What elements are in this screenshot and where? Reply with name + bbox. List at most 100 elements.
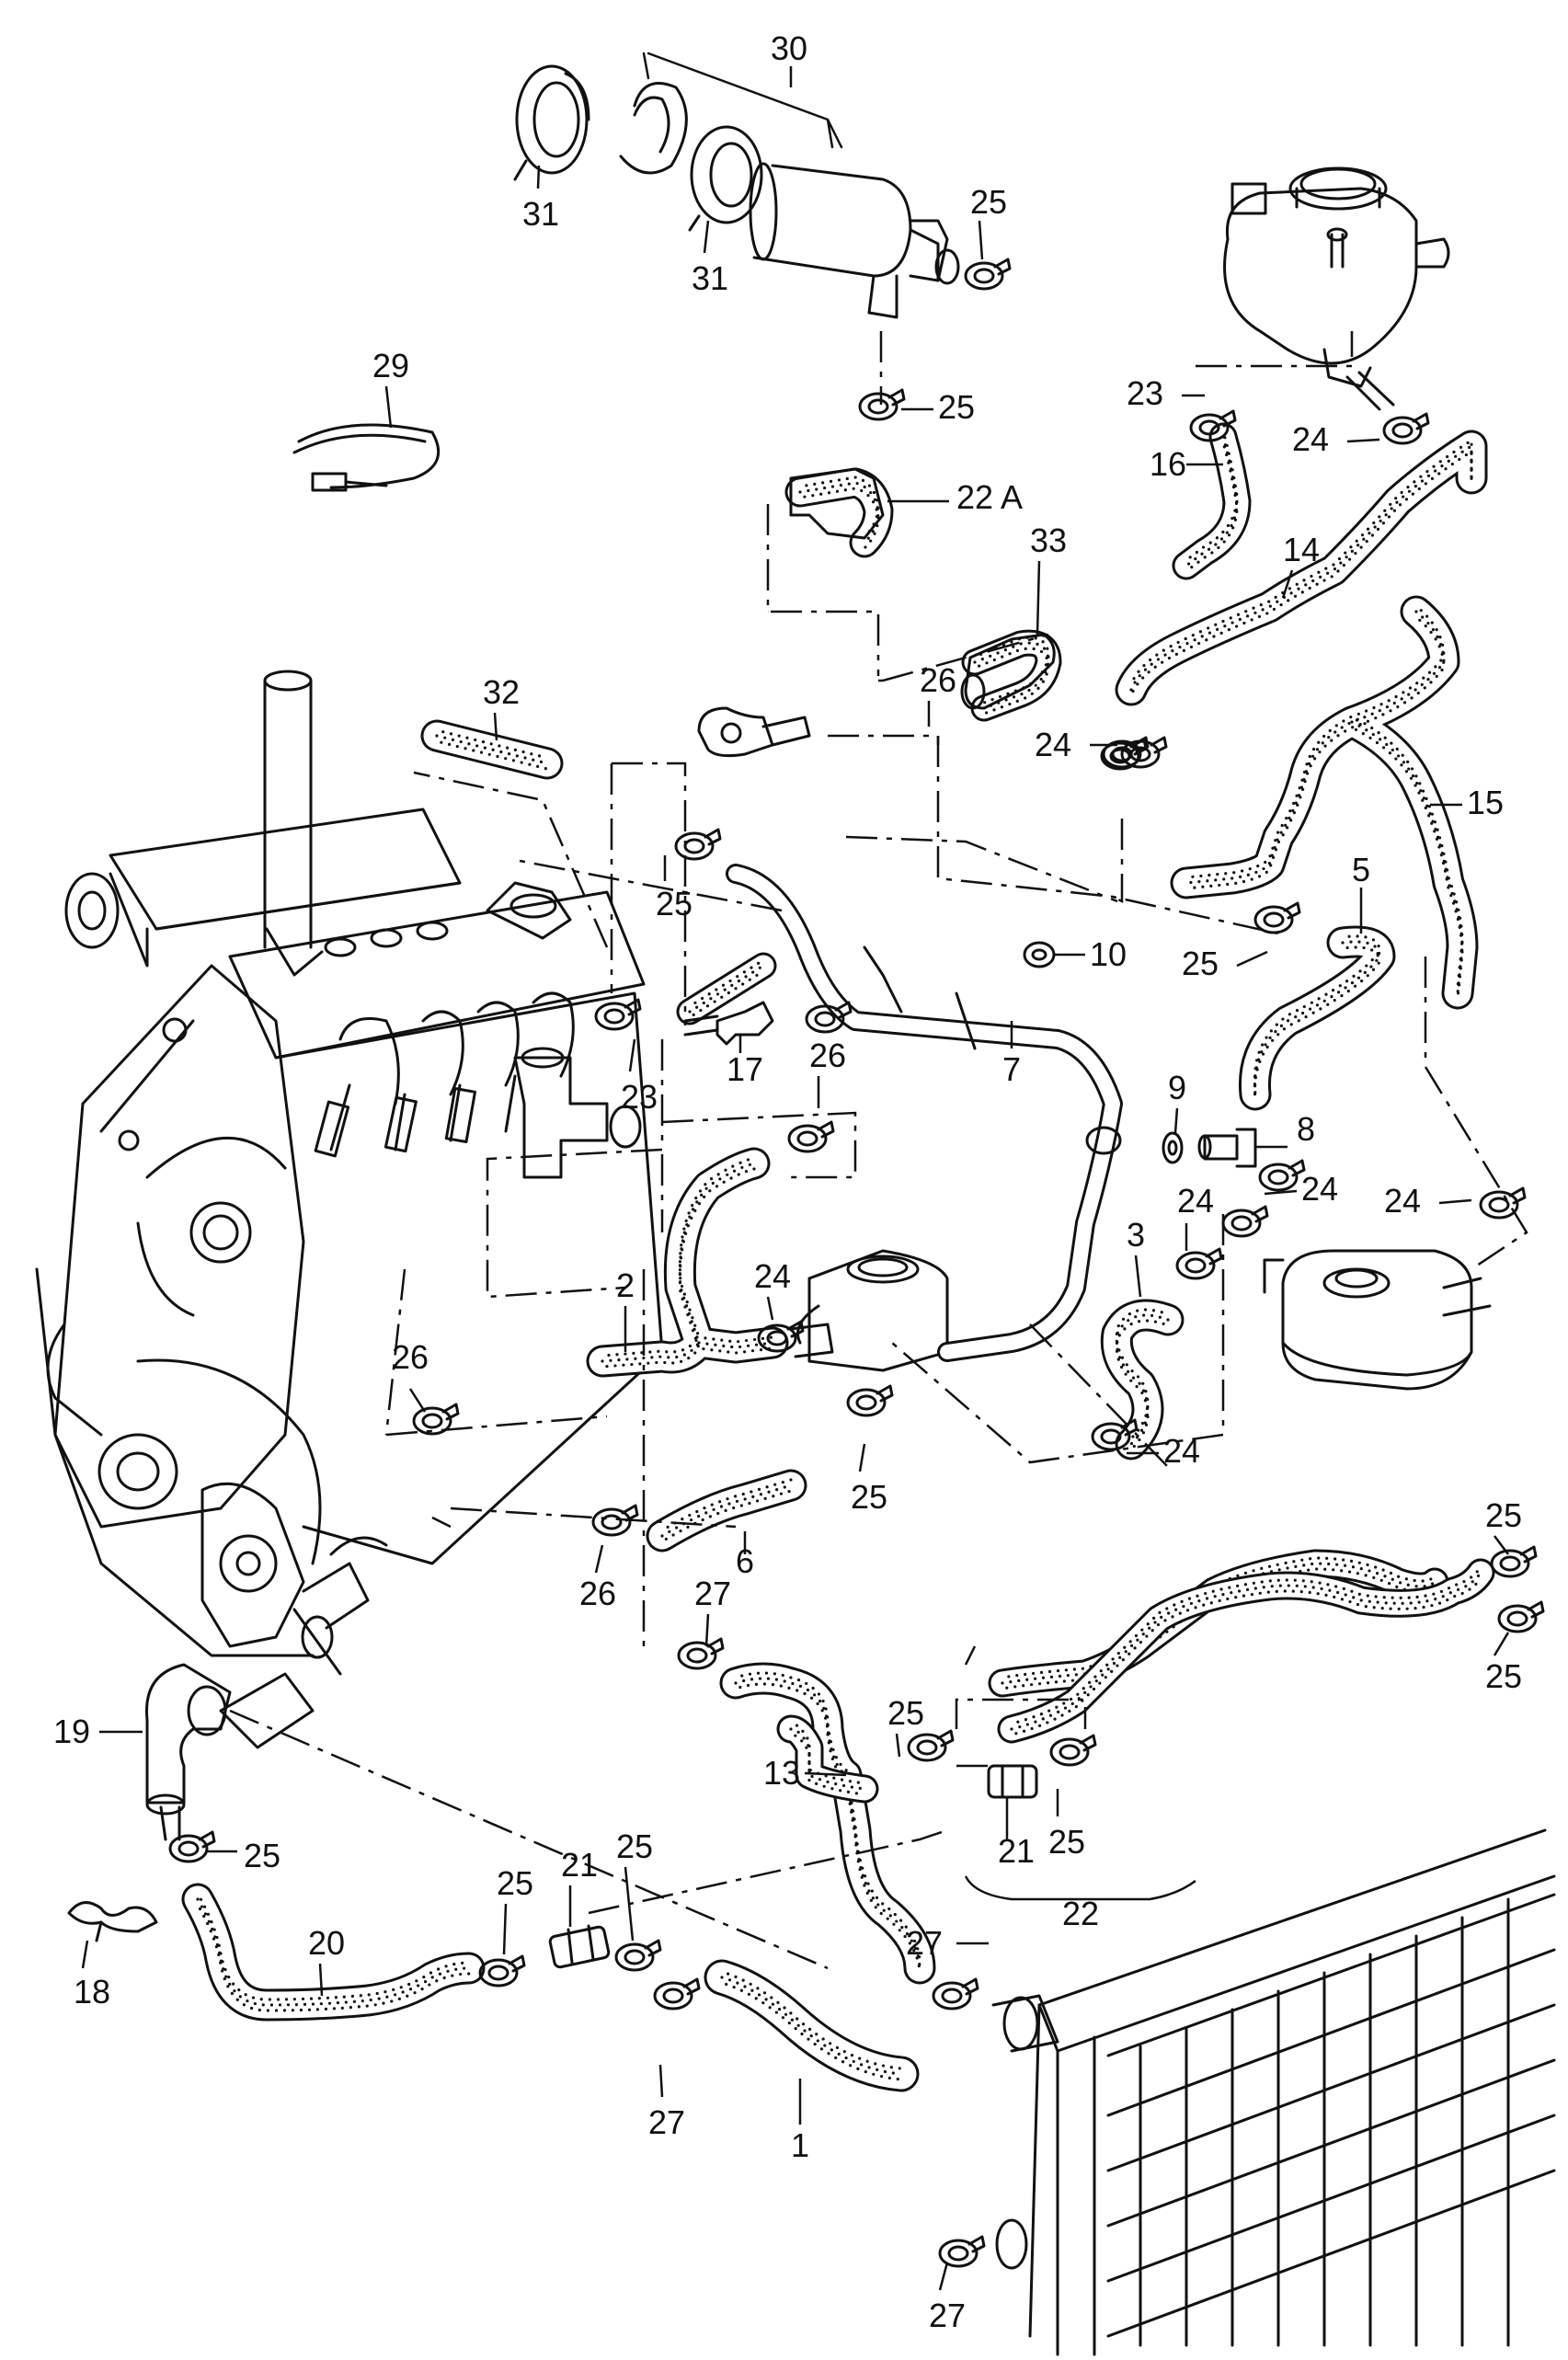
hose-16 [1172,422,1252,580]
hose-32 [420,719,564,780]
leader-line [703,220,710,254]
leader-line [1134,1254,1142,1298]
callout-25f: 25 [887,1694,924,1732]
clamp-group [168,258,1545,2268]
leader-line [1494,1535,1509,1555]
hose-clamp [964,258,1012,291]
part-33-hose-stub [960,633,1056,710]
part-10-nut [1023,941,1056,968]
callout-24e: 24 [1301,1170,1338,1208]
leader-line [81,1940,89,1969]
callout-26a: 26 [920,661,956,699]
part-19-elbow [145,1663,232,1841]
leader-line [1438,1198,1472,1205]
hose-clamp [846,1384,894,1417]
leader-line [1036,560,1041,636]
callout-24b: 24 [1035,726,1071,763]
heater-valve-body [1263,1249,1492,1391]
leader-line [384,385,393,429]
part-30-cap-assembly [513,52,960,319]
hose-clamp [1100,738,1148,771]
hose-clamp [1382,412,1430,445]
hose-22A [784,467,894,558]
callout-7: 7 [1002,1050,1021,1088]
callout-24f: 24 [1163,1432,1200,1470]
callout-22a: 22 [1062,1895,1099,1932]
leader-line [1346,438,1380,443]
callout-25d: 25 [1182,945,1219,982]
leader-line [318,1963,324,1997]
hose-clamp [1497,1600,1545,1633]
callout-27d: 27 [929,2297,966,2334]
hose-clamp [653,1977,701,2011]
callout-25j: 25 [244,1837,280,1874]
callout-24g: 24 [1384,1182,1421,1220]
callout-24d: 24 [1177,1182,1214,1220]
callout-6: 6 [736,1542,754,1580]
callout-27c: 27 [648,2103,685,2141]
callout-26c: 26 [392,1338,429,1376]
hose-clamp [1091,1418,1139,1451]
oil-cooler-center [789,1249,949,1372]
callout-1: 1 [791,2126,809,2164]
hose-6 [646,1469,807,1552]
part-18-spring-clip [67,1901,158,1942]
thermostat-flange-26 [697,706,811,758]
leader-line [895,1733,901,1758]
connector-21-upper [987,1764,1038,1799]
leader-line [858,1443,866,1472]
leader-line [1264,1189,1298,1196]
leader-line [493,712,498,741]
hose-clamp [1490,1545,1538,1578]
callout-24c: 24 [754,1257,791,1295]
hose-20 [181,1883,486,2022]
leader-line [978,220,984,260]
hose-clamp [1253,901,1301,934]
part-29-cable-tie [292,423,441,492]
hose-clamp [478,1954,526,1988]
callout-25b: 25 [938,388,975,426]
callout-30: 30 [771,29,807,67]
pipe-7 [726,864,1123,1362]
part-17-connector [683,1001,774,1046]
hose-clamp [938,2235,986,2268]
hose-13b [776,1714,879,1804]
callout-32: 32 [483,673,520,711]
hose-clamp [614,1939,662,1972]
callout-14: 14 [1283,531,1320,568]
callout-5: 5 [1352,851,1370,888]
callout-25i: 25 [1485,1657,1522,1695]
hose-5 [1238,925,1396,1111]
callout-21b: 21 [561,1846,598,1884]
hose-clamp [1479,1186,1527,1220]
leader-line [1493,1632,1510,1656]
hose-14 [1115,430,1488,706]
leader-line [804,1771,847,1777]
hose-clamp [787,1120,835,1153]
hose-upper-left [676,952,777,1025]
part-22A-elbow [789,467,885,540]
leader-line [1281,569,1294,599]
callout-31a: 31 [522,195,559,233]
hose-clamp [907,1729,955,1762]
callout-15: 15 [1467,784,1504,821]
hose-3 [1100,1299,1185,1461]
callout-21a: 21 [998,1832,1035,1870]
hose-15 [1170,595,1479,1010]
callout-26d: 26 [579,1575,616,1612]
routing-dash-lines [229,331,1528,1970]
callout-20: 20 [308,1924,345,1962]
expansion-tank [1223,166,1450,411]
callout-8: 8 [1297,1110,1315,1148]
leader-line [766,1296,774,1321]
callout-16: 16 [1150,445,1186,483]
hose-clamp [858,388,906,421]
leader-line [1173,1107,1179,1134]
engine-block [35,670,664,1749]
callout-18: 18 [74,1973,110,2011]
callout-29: 29 [372,347,409,384]
leader-line [408,1388,427,1413]
callout-25l: 25 [616,1827,653,1865]
leader-line [594,1544,604,1574]
